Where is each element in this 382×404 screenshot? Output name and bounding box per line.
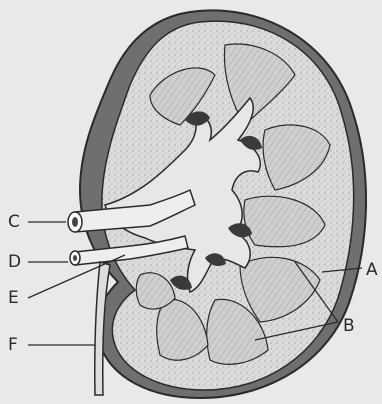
label-c: C bbox=[8, 214, 20, 231]
label-a: A bbox=[366, 262, 378, 279]
label-f: F bbox=[8, 337, 18, 354]
label-d: D bbox=[8, 254, 21, 271]
renal-vessel-c-lumen bbox=[72, 217, 78, 227]
label-e: E bbox=[8, 290, 19, 307]
renal-vessel-d-lumen bbox=[73, 255, 77, 261]
label-b: B bbox=[343, 318, 355, 335]
